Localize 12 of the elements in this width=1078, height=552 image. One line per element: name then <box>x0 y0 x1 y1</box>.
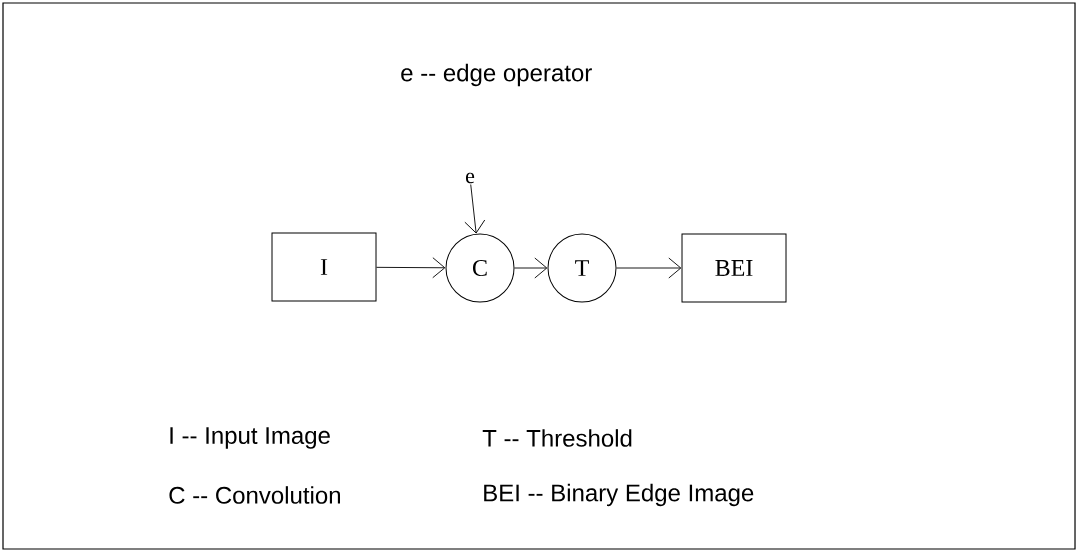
legend-text: I -- Input Image <box>170 427 330 449</box>
operator-label: e <box>466 172 475 184</box>
legend-text: BEI -- Binary Edge Image <box>484 483 754 507</box>
arrow <box>376 257 446 279</box>
arrow <box>616 257 682 279</box>
legend-text: T -- Threshold <box>482 429 632 447</box>
arrow <box>464 184 486 234</box>
arrow <box>514 257 548 279</box>
process-box: I <box>271 232 377 302</box>
legend-text: e -- edge operator <box>401 63 592 87</box>
process-box: BEI <box>681 233 787 303</box>
legend-text: C -- Convolution <box>169 486 340 504</box>
